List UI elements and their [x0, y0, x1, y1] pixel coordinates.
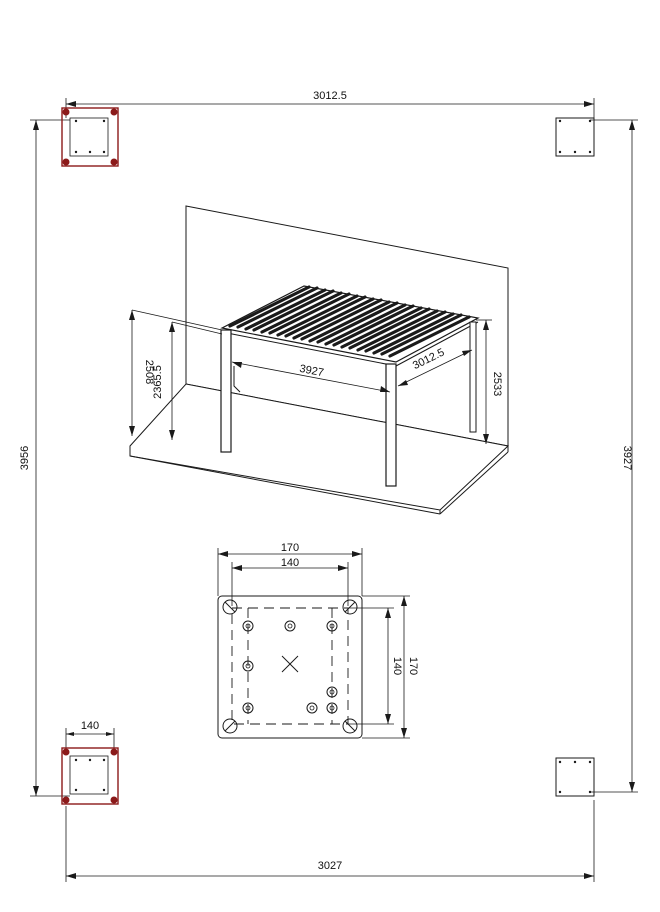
right-height-label: 3927 — [621, 446, 633, 470]
plate-outer-width-label: 170 — [281, 542, 299, 554]
left-height-label: 3956 — [19, 446, 31, 470]
height-inner-label: 2365.5 — [152, 365, 164, 399]
plate-width-label: 140 — [81, 720, 99, 732]
corner-holes — [222, 599, 358, 734]
corner-plate-top-right — [555, 117, 595, 157]
corner-plate-bottom-right — [555, 757, 595, 797]
corner-plate-bottom-left: 140 — [61, 720, 119, 805]
height-front-label: 2508 — [143, 360, 155, 384]
roof-louvres — [228, 285, 471, 358]
pergola-posts — [220, 321, 477, 487]
height-right-label: 2533 — [491, 372, 503, 396]
bolt-holes — [242, 620, 338, 714]
plate-inner-width-label: 140 — [281, 557, 299, 569]
overall-top-dimension: 3012.5 — [65, 90, 595, 118]
plate-outer-height-label: 170 — [407, 657, 419, 675]
corner-plate-top-left — [61, 107, 119, 167]
overall-bottom-dimension: 3027 — [65, 800, 595, 882]
overall-left-dimension: 3956 — [19, 119, 70, 797]
bottom-width-label: 3027 — [318, 860, 342, 872]
overall-right-dimension: 3927 — [590, 119, 638, 793]
pergola-isometric-view: 2508 2365.5 3927 3012.5 2533 — [129, 205, 510, 515]
plate-inner-height-label: 140 — [391, 657, 403, 675]
top-width-label: 3012.5 — [313, 90, 347, 102]
length-label: 3927 — [298, 363, 324, 379]
baseplate-detail: 170 140 — [217, 542, 419, 739]
